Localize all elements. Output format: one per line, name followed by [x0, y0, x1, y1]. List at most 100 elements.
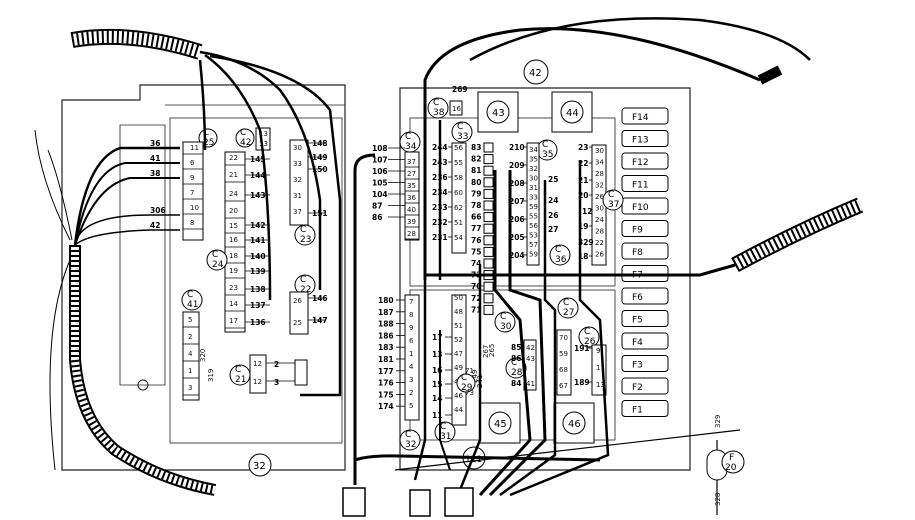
c34-pin-39: 39 — [407, 218, 416, 226]
c25-pin-7: 7 — [190, 189, 194, 197]
c42-wire-140: 140 — [250, 252, 266, 261]
c33b-pin-box — [483, 304, 494, 315]
connector-c26-prefix: C — [584, 327, 590, 337]
c23-pin-32: 32 — [293, 176, 302, 184]
c41-wire-320: 320 — [199, 349, 207, 362]
c31-pin-5: 49 — [454, 364, 463, 372]
c41-pin-1: 1 — [188, 367, 192, 375]
c30-wire-265: 265 — [488, 344, 496, 357]
c26-wire-189: 189 — [574, 378, 590, 387]
connector-c25-label: 25 — [203, 138, 214, 148]
fuse-F9-label: F9 — [632, 226, 643, 236]
c37-wire-18: 18 — [578, 252, 588, 261]
connector-c22-label: 22 — [300, 285, 311, 295]
relay-46-badge — [562, 411, 586, 435]
c33b-pin-box — [483, 258, 494, 269]
c42-top-pin-13: 13 — [259, 130, 268, 138]
c33b-pin-box — [483, 188, 494, 199]
c35-pin-10: 57 — [529, 241, 538, 249]
c42-pin-19: 19 — [229, 267, 238, 275]
c21-pin-12: 12 — [253, 378, 262, 386]
connector-c38: 269 C 38 16 — [427, 85, 468, 119]
c29-pin-71: 71 — [465, 367, 474, 375]
relay-46-label: 46 — [568, 419, 581, 430]
c33b-pin-box — [483, 223, 494, 234]
svg-text:42: 42 — [529, 68, 542, 79]
c37-wire-22: 22 — [578, 159, 588, 168]
inline-fuse-f20: F 20 329 328 — [706, 415, 745, 515]
relay-44-label: 44 — [566, 108, 579, 119]
c35-pin-6: 59 — [529, 203, 538, 211]
c32-pin-5: 4 — [409, 363, 414, 371]
fuse-F3-label: F3 — [632, 361, 643, 371]
c23-pin-30: 30 — [293, 144, 302, 152]
svg-text:121: 121 — [465, 455, 482, 465]
c21-pin-12: 12 — [253, 360, 262, 368]
svg-text:20: 20 — [725, 463, 737, 473]
c28-pin-43: 43 — [526, 355, 535, 363]
c41-pin-2: 2 — [188, 333, 192, 341]
c42-pin-24: 24 — [229, 190, 238, 198]
c30-wire-249: 249 — [471, 370, 479, 383]
c23-pin-31: 31 — [293, 192, 302, 200]
connector-c37-label: 37 — [608, 200, 619, 210]
c42-wire-142: 142 — [250, 221, 266, 230]
c35-wire-210: 210 — [509, 143, 525, 152]
c33-pin-51: 51 — [454, 219, 463, 227]
c31-wire-13: 13 — [432, 350, 442, 359]
svg-text:32: 32 — [253, 461, 266, 472]
c22-wire-146: 146 — [312, 294, 328, 303]
connector-c26-label: 26 — [584, 337, 596, 347]
c27-pin-1: 59 — [559, 350, 568, 358]
c32-pin-3: 6 — [409, 337, 414, 345]
c34-wire-104: 104 — [372, 190, 388, 199]
c34-pin-36: 36 — [407, 194, 416, 202]
connector-c31: C 31 171316151411504851524749454644 — [432, 294, 467, 443]
c34-wire-87: 87 — [372, 202, 382, 211]
c34-pin-37: 37 — [407, 158, 416, 166]
c35-wire-208: 208 — [509, 179, 525, 188]
c33b-wire-79: 79 — [471, 189, 481, 198]
c42-pin-22: 22 — [229, 154, 238, 162]
c23-wire-148: 148 — [312, 139, 328, 148]
connector-c35: C 35 21020920820720620520434353230313359… — [509, 139, 558, 266]
c37-mid-wire-26: 26 — [548, 211, 558, 220]
fuse-F1 — [621, 400, 669, 417]
c37-pin-3: 32 — [595, 182, 604, 190]
fuse-F8 — [621, 242, 669, 260]
c42-pin-18: 18 — [229, 252, 238, 260]
connector-c31-label: 31 — [440, 432, 451, 442]
c21-wire-2: 2 — [274, 360, 279, 369]
fuse-F11 — [621, 175, 669, 192]
c33b-wire-71: 71 — [471, 305, 481, 314]
relay-43-label: 43 — [492, 108, 505, 119]
c25-pin-10: 10 — [190, 204, 199, 212]
fuse-F3 — [621, 355, 669, 372]
fuse-F1-label: F1 — [632, 406, 643, 416]
c31-wire-16: 16 — [432, 366, 442, 375]
c32-wire-176: 176 — [378, 379, 394, 388]
c35-wire-205: 205 — [509, 233, 525, 242]
c32-pin-8: 5 — [409, 402, 413, 410]
c33b-wire-75: 75 — [471, 247, 481, 256]
c34-wire-107: 107 — [372, 156, 388, 165]
fuse-F10 — [621, 197, 669, 215]
c23-pin-33: 33 — [293, 160, 302, 168]
c41-pin-4: 4 — [188, 350, 193, 358]
connector-c24-prefix: C — [212, 250, 218, 260]
fuse-F6 — [621, 287, 669, 305]
c33-pin-55: 55 — [454, 159, 463, 167]
c26-pin-11: 11 — [596, 364, 605, 372]
connector-c36-label: 36 — [555, 255, 567, 265]
c31-wire-15: 15 — [432, 380, 442, 389]
c33b-pin-box — [483, 200, 494, 211]
c33b-wire-72: 72 — [471, 294, 481, 303]
c33b-wire-77: 77 — [471, 224, 481, 233]
c37-pin-6: 24 — [595, 216, 604, 224]
connector-c36: C 36 — [549, 244, 571, 266]
c23-wire-150: 150 — [312, 165, 328, 174]
